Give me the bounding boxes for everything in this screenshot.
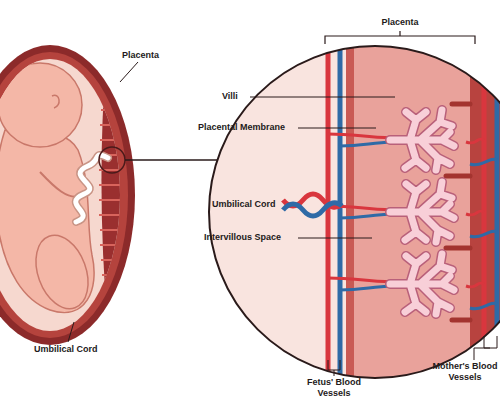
part-label: Intervillous Space	[204, 232, 300, 243]
villus	[390, 110, 454, 170]
part-label: Placental Membrane	[198, 122, 298, 133]
leader-line	[68, 322, 74, 342]
leader-line	[328, 360, 340, 376]
zoom-marker	[99, 147, 125, 173]
fetus-head	[0, 63, 82, 147]
lens-background	[200, 40, 500, 390]
chorionic-plate	[346, 40, 354, 390]
part-label: Placenta	[350, 17, 450, 28]
leader-line	[298, 128, 376, 129]
part-label: Umbilical Cord	[34, 344, 114, 355]
villus	[390, 254, 454, 314]
womb-contents	[0, 60, 130, 330]
fetal-artery	[326, 40, 331, 390]
umbilical-cord	[76, 155, 108, 222]
uterus-wall	[0, 45, 135, 345]
part-label: Umbilical Cord	[212, 199, 284, 210]
leader-line	[474, 336, 497, 360]
umbilical-cord-outline	[76, 155, 108, 222]
placenta-bracket	[325, 31, 475, 44]
spiral-arteries	[466, 139, 484, 287]
fetus-leg	[26, 228, 97, 316]
fetus-arm	[40, 172, 80, 197]
part-label: Fetus' Blood Vessels	[300, 377, 368, 399]
part-label: Villi	[222, 91, 252, 102]
fetus-ear	[52, 95, 59, 108]
leader-line	[120, 62, 138, 82]
magnified-view	[200, 40, 500, 390]
placenta-stripes	[99, 80, 125, 290]
maternal-veins	[470, 159, 497, 309]
part-label: Mother's Blood Vessels	[432, 361, 498, 383]
zoom-line	[125, 159, 217, 161]
villus	[390, 182, 454, 242]
fetal-vein-branches	[340, 142, 392, 290]
leader-line	[298, 238, 372, 239]
placenta-wall	[101, 60, 130, 330]
part-label: Placenta	[122, 50, 182, 61]
cord-vein	[283, 203, 342, 216]
fetal-vein	[338, 40, 343, 390]
lens-border	[209, 46, 500, 378]
leader-line	[250, 97, 395, 98]
